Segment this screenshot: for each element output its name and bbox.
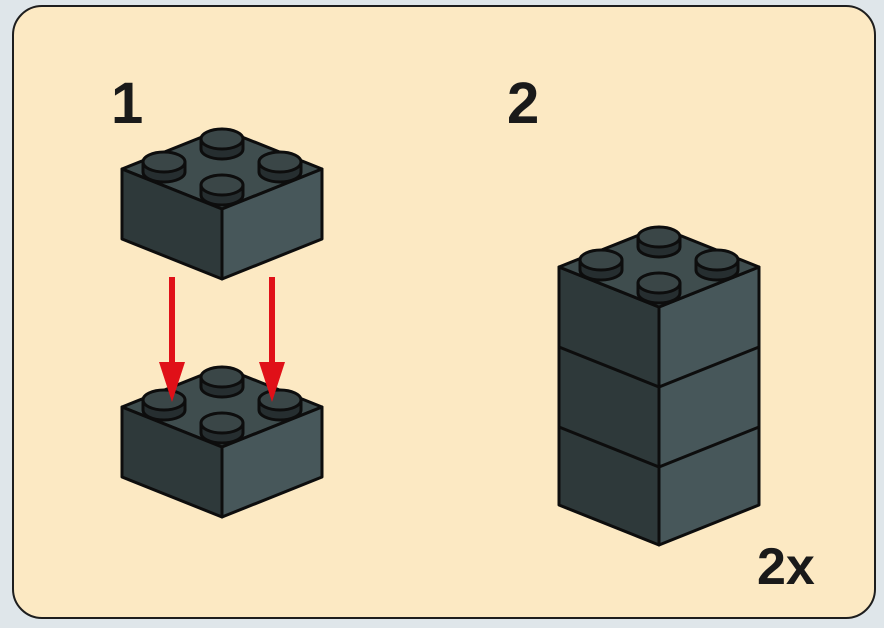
step2-brick-stack — [557, 225, 761, 547]
instruction-panel: 1 2 2x — [12, 5, 876, 619]
step-number-2: 2 — [507, 71, 540, 136]
step-number-1: 1 — [111, 71, 144, 136]
step1-top-brick — [120, 127, 324, 281]
down-arrow-icon — [159, 277, 185, 402]
down-arrow-icon — [259, 277, 285, 402]
step1-bottom-brick — [120, 365, 324, 519]
quantity-multiplier: 2x — [757, 538, 815, 596]
instruction-art — [120, 127, 761, 547]
